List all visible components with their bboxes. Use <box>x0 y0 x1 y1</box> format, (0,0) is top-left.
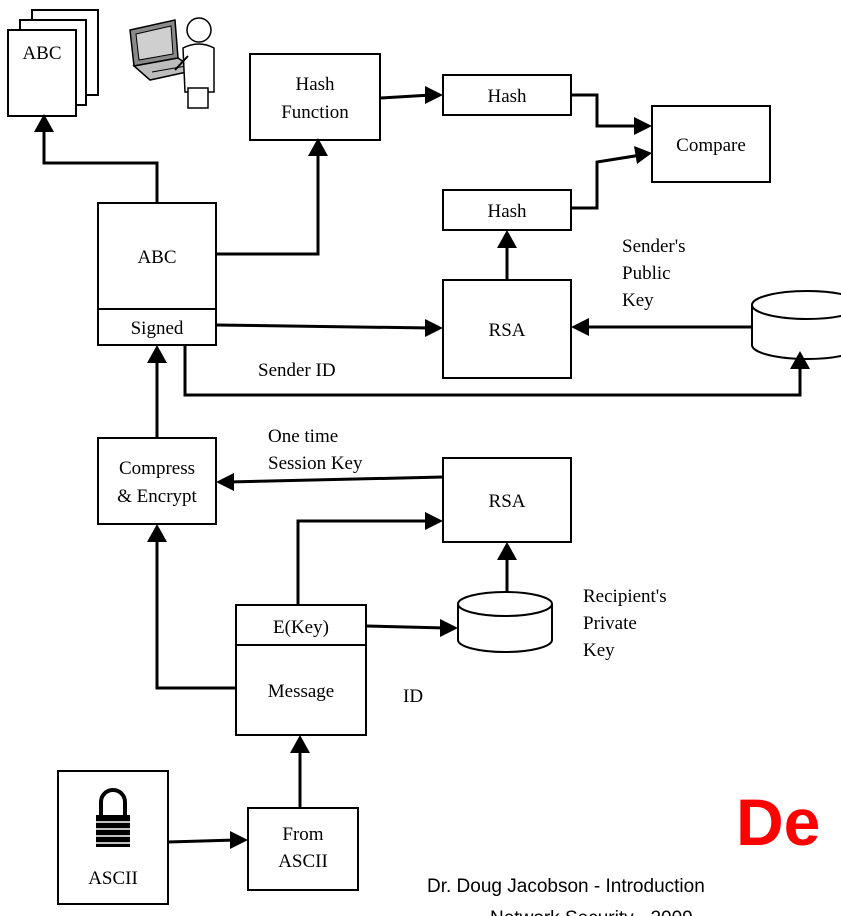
hash-function-line1: Hash <box>295 74 335 95</box>
from-ascii-line2: ASCII <box>278 851 328 872</box>
arrow-message-to-compress <box>157 536 236 688</box>
arrow-hash-top-to-compare <box>571 95 641 126</box>
sender-id-label: Sender ID <box>258 360 336 381</box>
compress-encrypt-line1: Compress <box>119 458 195 479</box>
recipient-private-key-line1: Recipient's <box>583 586 667 607</box>
private-key-database-icon <box>458 592 552 652</box>
recipient-private-key-line3: Key <box>583 640 615 661</box>
hash-function-line2: Function <box>281 102 349 123</box>
arrow-ekey-to-rsa <box>298 521 431 605</box>
public-key-database-icon <box>752 291 841 359</box>
arrow-hash-bottom-to-compare <box>571 155 641 208</box>
sender-public-key-line3: Key <box>622 290 654 311</box>
recipient-private-key-line2: Private <box>583 613 637 634</box>
compare-box: Compare <box>652 106 770 182</box>
session-key-line1: One time <box>268 426 338 447</box>
compress-encrypt-line2: & Encrypt <box>117 486 197 507</box>
stacked-documents: ABC <box>8 10 98 116</box>
session-key-line2: Session Key <box>268 453 363 474</box>
arrow-ekey-to-db <box>366 626 446 628</box>
encrypted-key-label: E(Key) <box>273 617 329 638</box>
sender-public-key-line2: Public <box>622 263 671 284</box>
rsa-bottom-box: RSA <box>443 458 571 542</box>
arrow-to-hash-function <box>216 152 318 254</box>
hash-top-label: Hash <box>487 86 527 107</box>
arrow-signed-to-rsa <box>216 325 431 328</box>
from-ascii-line1: From <box>282 824 323 845</box>
footer-author: Dr. Doug Jacobson - Introduction <box>427 876 705 897</box>
arrow-session-key <box>228 477 443 482</box>
envelope-box: E(Key) Message <box>236 605 366 735</box>
rsa-bottom-label: RSA <box>489 491 526 512</box>
ascii-file-box: ASCII <box>58 771 168 904</box>
hash-top-box: Hash <box>443 75 571 115</box>
compare-label: Compare <box>676 135 746 156</box>
arrow-ascii-to-from-ascii <box>168 840 236 842</box>
compress-encrypt-box: Compress & Encrypt <box>98 438 216 524</box>
session-key-label: One time Session Key <box>268 426 363 474</box>
arrow-hashfn-to-hash <box>380 95 431 98</box>
arrow-to-documents <box>44 128 157 203</box>
signed-label: Signed <box>131 318 184 339</box>
hash-bottom-label: Hash <box>487 201 527 222</box>
hash-function-box: Hash Function <box>250 54 380 140</box>
recipient-private-key-label: Recipient's Private Key <box>583 586 667 661</box>
rsa-top-box: RSA <box>443 280 571 378</box>
sender-public-key-line1: Sender's <box>622 236 686 257</box>
footer-course: Network Security - 2009 <box>490 908 693 916</box>
signed-message-content: ABC <box>137 247 176 268</box>
from-ascii-box: From ASCII <box>248 808 358 890</box>
ascii-file-label: ASCII <box>88 868 138 889</box>
signed-message-box: ABC Signed <box>98 203 216 345</box>
user-at-computer-icon <box>130 18 214 108</box>
rsa-top-label: RSA <box>489 320 526 341</box>
hash-bottom-box: Hash <box>443 190 571 230</box>
sender-public-key-label: Sender's Public Key <box>622 236 686 311</box>
message-label: Message <box>268 681 334 702</box>
slide-title-fragment: De <box>736 785 820 859</box>
id-label: ID <box>403 686 423 707</box>
documents-label: ABC <box>22 43 61 64</box>
